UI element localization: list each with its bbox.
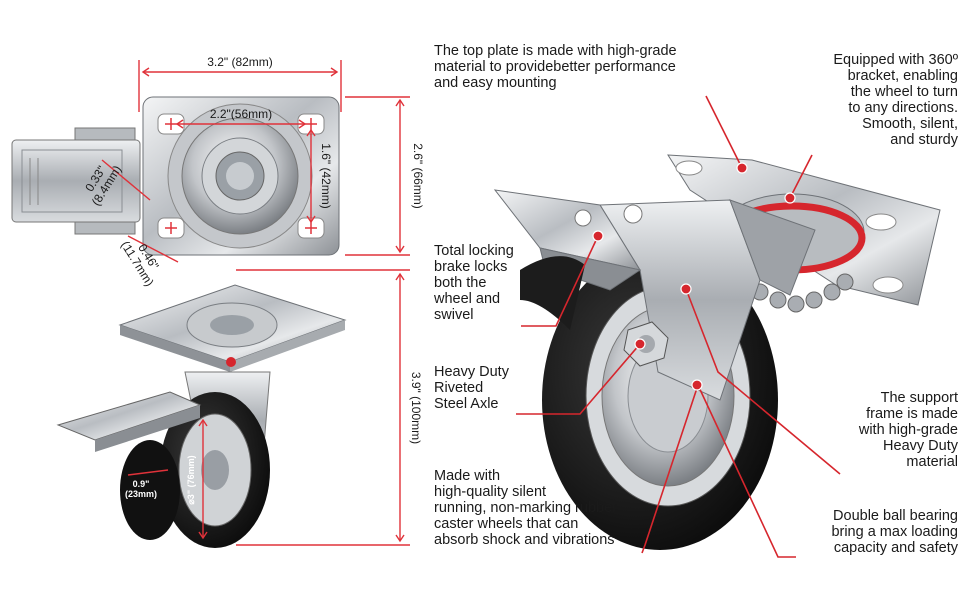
hole-spacing-height-label: 1.6" (42mm) xyxy=(319,143,333,209)
axle-callout: Heavy Duty Riveted Steel Axle xyxy=(434,364,509,412)
bearing-callout: Double ball bearing bring a max loading … xyxy=(831,508,958,556)
callout-leader-lines xyxy=(516,95,841,558)
hole-spacing-width-label: 2.2"(56mm) xyxy=(210,107,272,121)
top-plate-callout: The top plate is made with high-grade ma… xyxy=(434,43,677,91)
total-height-label: 3.9" (100mm) xyxy=(409,372,423,444)
brake-side-view xyxy=(11,139,141,223)
wheel-width-mm-label: (23mm) xyxy=(125,489,157,499)
wheel-diameter-label: ⌀3" (76mm) xyxy=(186,455,196,504)
top-dimension-lines xyxy=(101,60,410,546)
small-caster-view xyxy=(56,284,347,548)
wheels-callout: Made with high-quality silent running, n… xyxy=(434,468,617,548)
plate-width-label: 3.2" (82mm) xyxy=(207,55,273,69)
plate-height-label: 2.6" (66mm) xyxy=(411,143,425,209)
support-frame-callout: The support frame is made with high-grad… xyxy=(858,390,958,470)
bracket-callout: Equipped with 360º bracket, enabling the… xyxy=(833,52,958,148)
callout-dots xyxy=(592,162,796,391)
wheel-width-label: 0.9" xyxy=(133,479,150,489)
large-caster-view xyxy=(493,154,941,550)
top-view-caster xyxy=(11,96,340,256)
brake-callout: Total locking brake locks both the wheel… xyxy=(434,243,514,323)
